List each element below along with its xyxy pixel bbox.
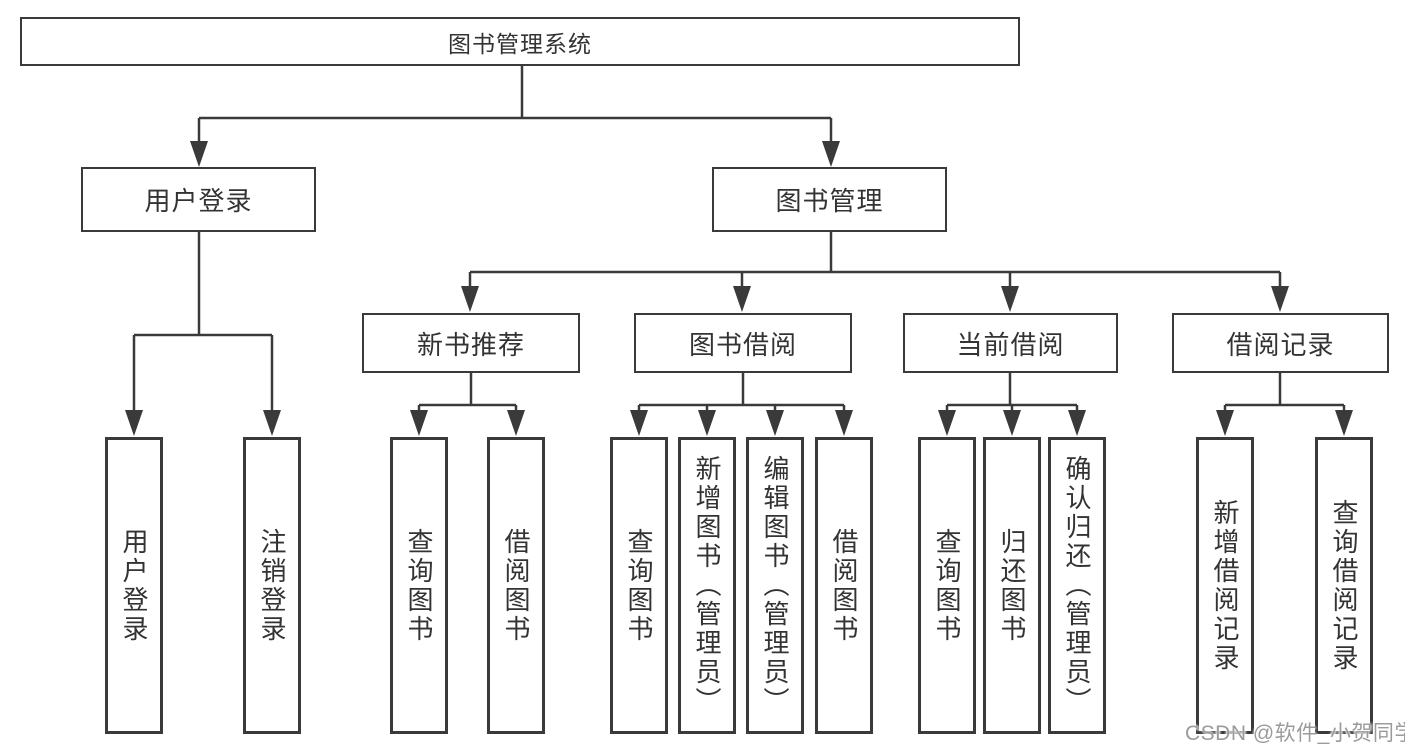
leaf-node-query-books-current: 查询图书 bbox=[918, 437, 976, 734]
level3-node-new-book-recommend: 新书推荐 bbox=[362, 313, 580, 373]
leaf-node-confirm-return-admin: 确认归还（管理员） bbox=[1048, 437, 1106, 734]
arrowhead-icons bbox=[125, 141, 1353, 436]
leaf-node-add-borrow-record: 新增借阅记录 bbox=[1196, 437, 1254, 734]
leaf-node-edit-books-admin: 编辑图书（管理员） bbox=[746, 437, 804, 734]
root-node-library-system: 图书管理系统 bbox=[20, 17, 1020, 66]
leaf-node-query-books-borrow: 查询图书 bbox=[610, 437, 668, 734]
level2-node-user-login: 用户登录 bbox=[81, 167, 316, 232]
leaf-node-add-books-admin: 新增图书（管理员） bbox=[678, 437, 736, 734]
level3-node-book-borrow: 图书借阅 bbox=[634, 313, 852, 373]
leaf-node-query-books-recommend: 查询图书 bbox=[390, 437, 448, 734]
leaf-node-query-borrow-record: 查询借阅记录 bbox=[1315, 437, 1373, 734]
leaf-node-borrow-books-recommend: 借阅图书 bbox=[487, 437, 545, 734]
watermark: CSDN @软件_小贺同学 bbox=[1185, 722, 1405, 745]
level2-node-book-management: 图书管理 bbox=[712, 167, 947, 232]
level3-node-current-borrow: 当前借阅 bbox=[903, 313, 1118, 373]
leaf-node-borrow-books: 借阅图书 bbox=[815, 437, 873, 734]
leaf-node-user-login: 用户登录 bbox=[105, 437, 163, 734]
leaf-node-return-books: 归还图书 bbox=[983, 437, 1041, 734]
leaf-node-logout: 注销登录 bbox=[243, 437, 301, 734]
level3-node-borrow-records: 借阅记录 bbox=[1172, 313, 1389, 373]
